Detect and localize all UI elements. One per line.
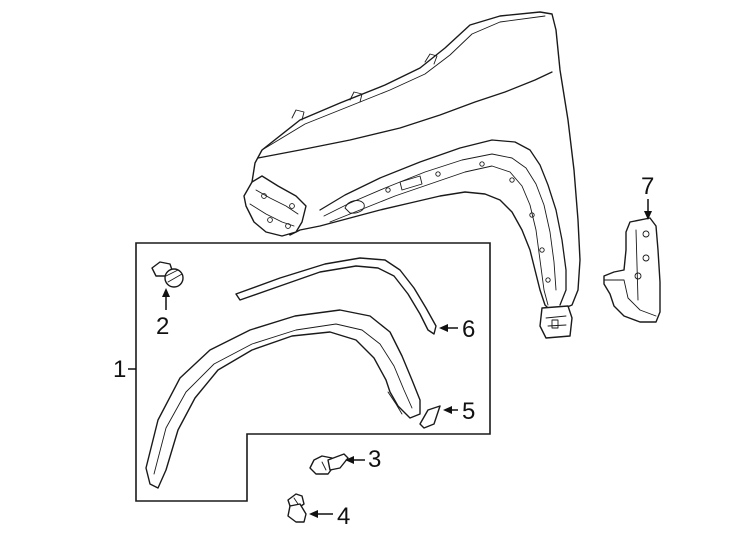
upper-molding-strip: [235, 257, 437, 335]
arrowhead-5: [443, 406, 452, 414]
callout-1: 1: [113, 356, 126, 383]
callout-4: 4: [337, 503, 350, 530]
callout-7: 7: [641, 173, 654, 200]
push-clip: [151, 261, 184, 288]
arrowhead-6: [439, 324, 448, 332]
bolt-fastener: [287, 493, 307, 523]
callout-6: 6: [462, 316, 475, 343]
callout-5: 5: [462, 398, 475, 425]
arrowhead-4: [309, 510, 318, 518]
callout-3: 3: [368, 446, 381, 473]
callout-2: 2: [156, 313, 169, 340]
screw-fastener: [309, 453, 349, 475]
arrowhead-2: [162, 288, 170, 297]
arrowhead-3: [345, 456, 354, 464]
kit-frame: [135, 242, 491, 502]
wheel-flare-molding: [145, 309, 421, 489]
arrowhead-7: [644, 211, 652, 220]
adhesive-pad: [419, 405, 441, 429]
mud-guard: [603, 217, 661, 323]
fender-panel: [243, 11, 581, 339]
